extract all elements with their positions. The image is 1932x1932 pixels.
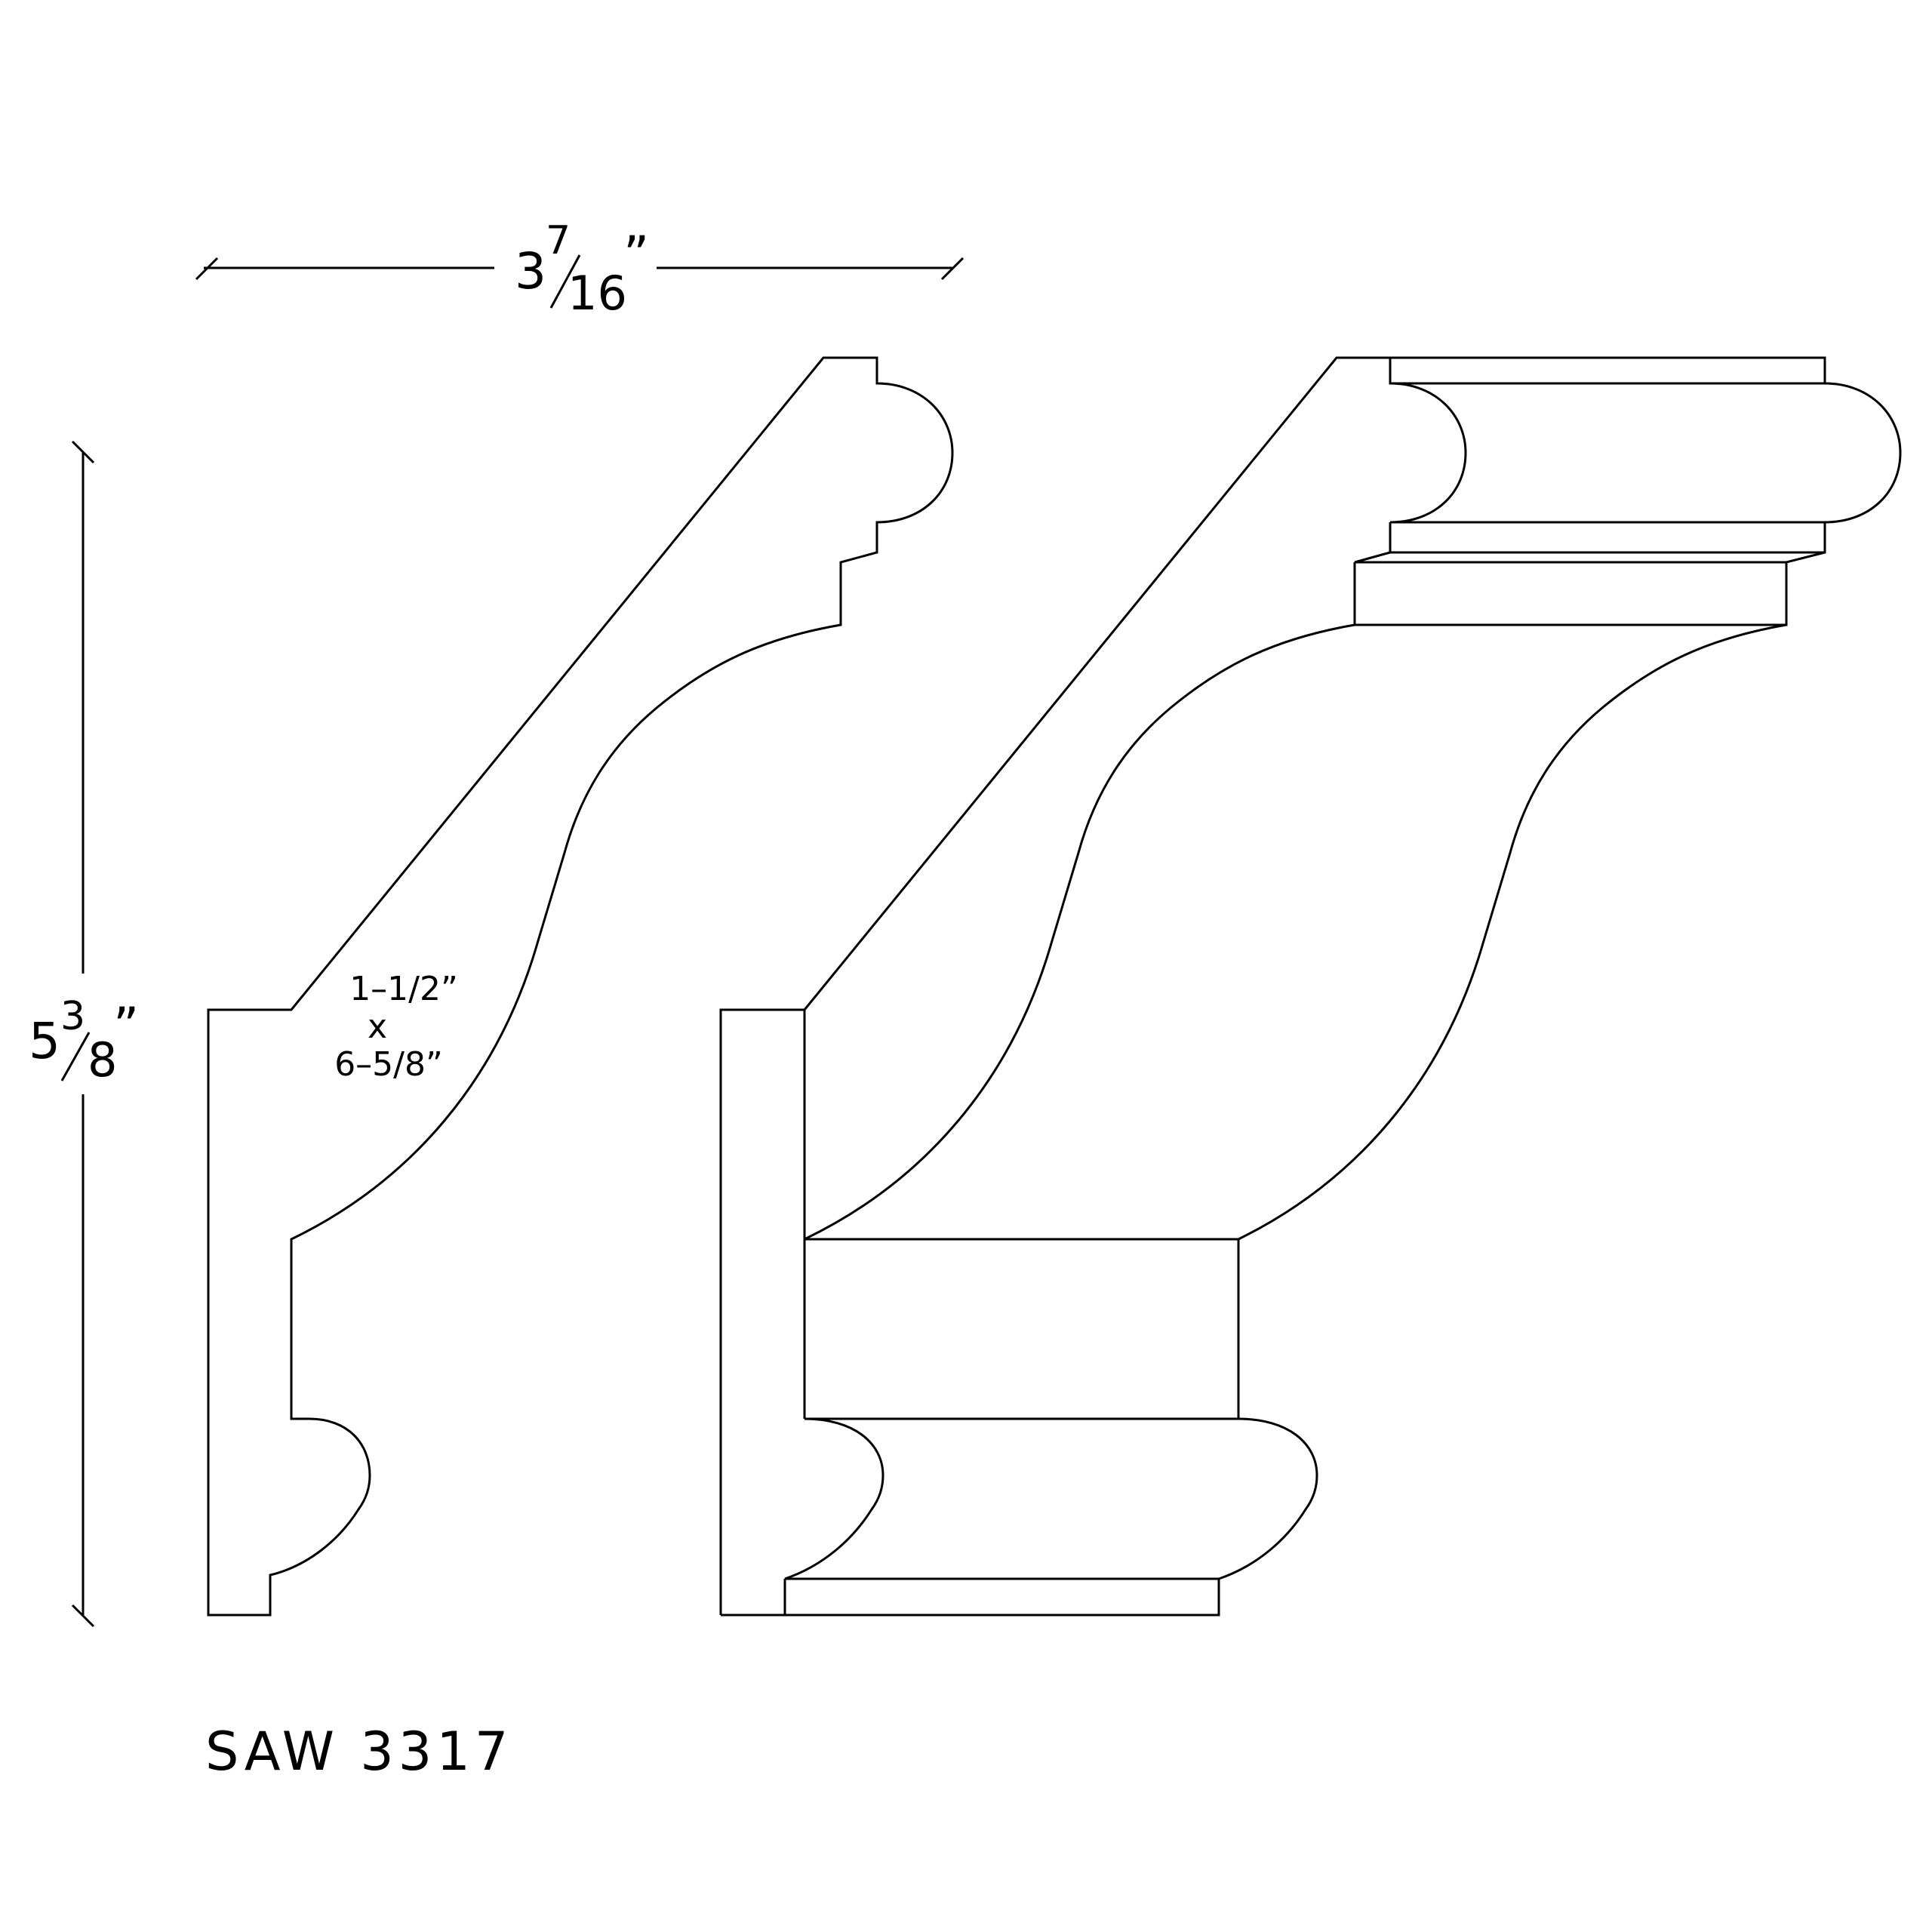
height-fraction-bar [60,1032,91,1081]
lower-flat-band [804,1238,1240,1420]
lower-top-fillet [1389,521,1826,554]
height-dimension: 5 3 8 ” [29,440,139,1628]
width-fraction-bar [549,254,581,309]
width-unit: ” [623,226,649,284]
height-unit: ” [113,997,139,1055]
crown-molding-profile [207,356,954,1617]
height-tick-bottom [71,1604,95,1628]
isometric-back-profile [719,356,1390,1615]
lower-bead-front [784,1417,884,1580]
part-number-caption: SAW 3317 [205,1721,512,1783]
width-tick-right [940,257,964,281]
width-denominator: 16 [568,266,627,321]
bottom-fillet [785,1577,1220,1617]
top-bead-front [1389,382,1467,524]
width-whole: 3 [515,242,546,300]
stock-size-line3: 6–5/8” [334,1045,443,1084]
lower-bead-end [1218,1417,1318,1580]
ogee-front-curve [804,623,1355,1241]
top-fillet-band [1389,356,1826,385]
top-bead-end [1824,382,1902,524]
width-dimension: 3 7 16 ” [195,218,964,321]
height-tick-top [71,440,95,464]
ogee-end-curve [1238,623,1787,1241]
stock-size-line1: 1–1/2” [349,970,458,1008]
ogee-top-shelf [1353,551,1826,626]
width-numerator: 7 [546,218,571,263]
width-tick-left [195,257,219,281]
stock-size-line2: x [368,1008,387,1046]
crown-molding-isometric [719,356,1902,1617]
height-denominator: 8 [88,1032,117,1088]
height-numerator: 3 [60,994,85,1039]
stock-size-note: 1–1/2” x 6–5/8” [334,970,458,1084]
height-whole: 5 [29,1012,60,1070]
